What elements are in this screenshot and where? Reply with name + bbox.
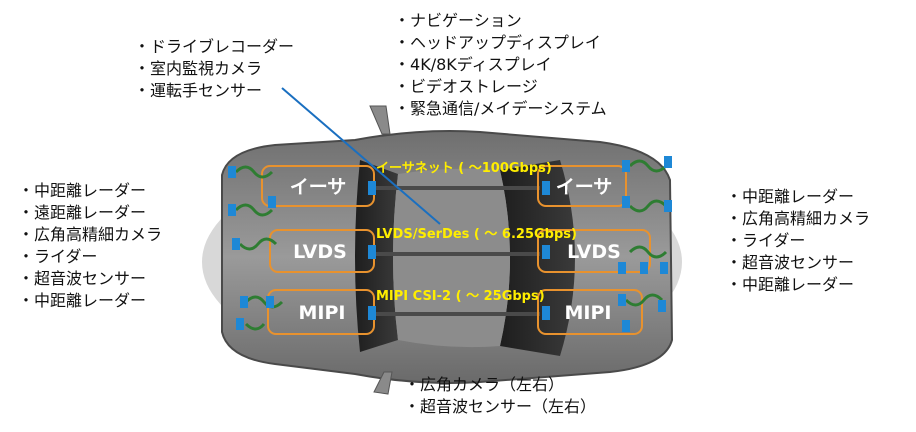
- list-item: 中距離レーダー: [18, 290, 162, 312]
- mipi-right-box: MIPI: [537, 289, 643, 335]
- list-item: ヘッドアップディスプレイ: [394, 32, 607, 54]
- list-item: 広角高精細カメラ: [726, 208, 870, 230]
- cabin-sensor-list: ドライブレコーダー室内監視カメラ運転手センサー: [134, 36, 294, 102]
- lvds-left-label: LVDS: [293, 241, 347, 263]
- roof: [393, 168, 510, 348]
- rear-sensor-list: 中距離レーダー広角高精細カメラライダー超音波センサー中距離レーダー: [726, 186, 870, 296]
- right-sensors: [618, 156, 672, 332]
- ethernet-bus-label: イーサネット ( ～100Gbps): [376, 161, 552, 176]
- list-item: ライダー: [726, 230, 870, 252]
- sensor-icon: [618, 262, 626, 274]
- sensor-icon: [240, 296, 248, 308]
- sensor-icon: [658, 300, 666, 312]
- list-item: 4K/8Kディスプレイ: [394, 54, 607, 76]
- mipi-bus-label: MIPI CSI-2 ( ～ 25Gbps): [376, 289, 545, 304]
- sensor-icon: [660, 262, 668, 274]
- list-item: 室内監視カメラ: [134, 58, 294, 80]
- list-item: ビデオストレージ: [394, 76, 607, 98]
- sensor-icon: [664, 156, 672, 168]
- front-sensor-list: 中距離レーダー遠距離レーダー広角高精細カメラライダー超音波センサー中距離レーダー: [18, 180, 162, 312]
- ethernet-left-box: イーサ: [261, 165, 376, 207]
- sensor-icon: [236, 318, 244, 330]
- ethernet-right-label: イーサ: [556, 176, 613, 198]
- mipi-right-label: MIPI: [565, 302, 612, 324]
- sensor-icon: [664, 200, 672, 212]
- cabin-pointer-line: [281, 87, 441, 225]
- ethernet-right-box: イーサ: [537, 165, 627, 207]
- side-sensor-list: 広角カメラ（左右）超音波センサー（左右）: [404, 374, 596, 418]
- list-item: ライダー: [18, 246, 162, 268]
- lvds-right-label: LVDS: [567, 241, 621, 263]
- list-item: ドライブレコーダー: [134, 36, 294, 58]
- sensor-icon: [268, 196, 276, 208]
- sensor-icon: [228, 204, 236, 216]
- list-item: 広角高精細カメラ: [18, 224, 162, 246]
- list-item: 中距離レーダー: [726, 186, 870, 208]
- sensor-icon: [266, 296, 274, 308]
- lvds-left-box: LVDS: [269, 229, 376, 273]
- list-item: 緊急通信/メイデーシステム: [394, 98, 607, 120]
- list-item: ナビゲーション: [394, 10, 607, 32]
- infotainment-list: ナビゲーションヘッドアップディスプレイ4K/8Kディスプレイビデオストレージ緊急…: [394, 10, 607, 120]
- list-item: 運転手センサー: [134, 80, 294, 102]
- list-item: 広角カメラ（左右）: [404, 374, 596, 396]
- list-item: 遠距離レーダー: [18, 202, 162, 224]
- sensor-icon: [228, 166, 236, 178]
- list-item: 超音波センサー: [726, 252, 870, 274]
- lvds-right-box: LVDS: [537, 229, 651, 273]
- sensor-icon: [622, 320, 630, 332]
- mipi-left-box: MIPI: [267, 289, 376, 335]
- sensor-icon: [622, 196, 630, 208]
- sensor-icon: [232, 238, 240, 250]
- mipi-left-label: MIPI: [299, 302, 346, 324]
- ethernet-left-label: イーサ: [290, 176, 347, 198]
- right-mirror: [373, 371, 393, 395]
- list-item: 中距離レーダー: [726, 274, 870, 296]
- sensor-icon: [618, 294, 626, 306]
- left-sensors: [228, 165, 284, 331]
- list-item: 中距離レーダー: [18, 180, 162, 202]
- sensor-icon: [622, 160, 630, 172]
- list-item: 超音波センサー（左右）: [404, 396, 596, 418]
- left-mirror: [369, 105, 391, 135]
- list-item: 超音波センサー: [18, 268, 162, 290]
- sensor-icon: [640, 262, 648, 274]
- lvds-bus-label: LVDS/SerDes ( ～ 6.25Gbps): [376, 227, 577, 242]
